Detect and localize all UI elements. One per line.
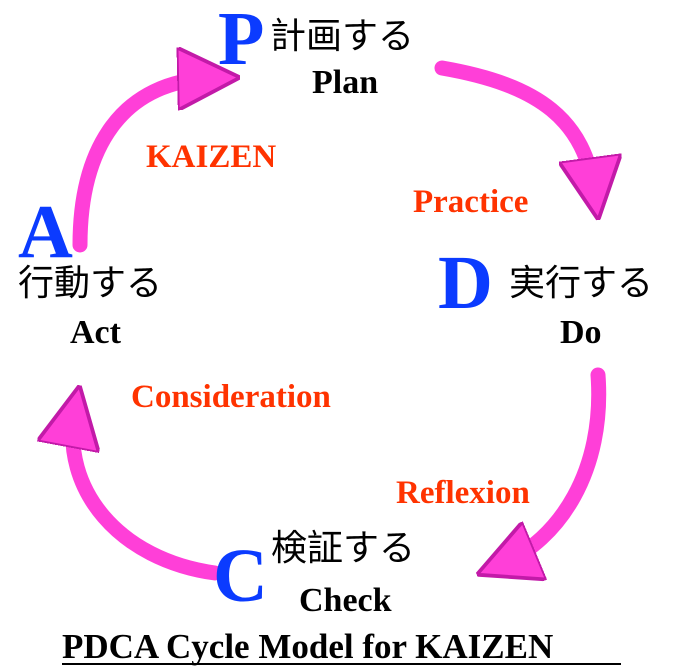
do-english-label: Do [560,314,602,351]
arrow-plan-to-do [434,60,595,195]
check-japanese-label: 検証する [271,528,415,569]
arrow-do-to-check [500,367,607,565]
arrow-act-to-plan [72,78,215,253]
plan-english-label: Plan [312,64,378,101]
practice-label: Practice [413,184,528,220]
kaizen-label: KAIZEN [146,139,276,175]
stage-check: C 検証する Check [213,528,415,619]
consideration-label: Consideration [131,379,331,415]
reflexion-label: Reflexion [396,475,530,511]
check-letter: C [213,534,268,618]
plan-japanese-label: 計画する [270,16,414,57]
arrow-check-to-act [73,410,223,581]
check-english-label: Check [299,582,392,619]
cycle-arrows [73,68,599,573]
diagram-caption: PDCA Cycle Model for KAIZEN [62,627,553,666]
act-english-label: Act [70,314,122,351]
act-letter: A [18,190,73,274]
stage-act: A 行動する Act [18,190,162,351]
do-japanese-label: 実行する [509,263,653,304]
stage-do: D 実行する Do [438,241,653,351]
act-japanese-label: 行動する [18,263,162,304]
do-letter: D [438,241,493,325]
plan-letter: P [218,0,264,81]
arrow-labels: KAIZEN Practice Reflexion Consideration [131,139,530,511]
caption-group: PDCA Cycle Model for KAIZEN [62,627,621,666]
stage-plan: P 計画する Plan [218,0,414,101]
